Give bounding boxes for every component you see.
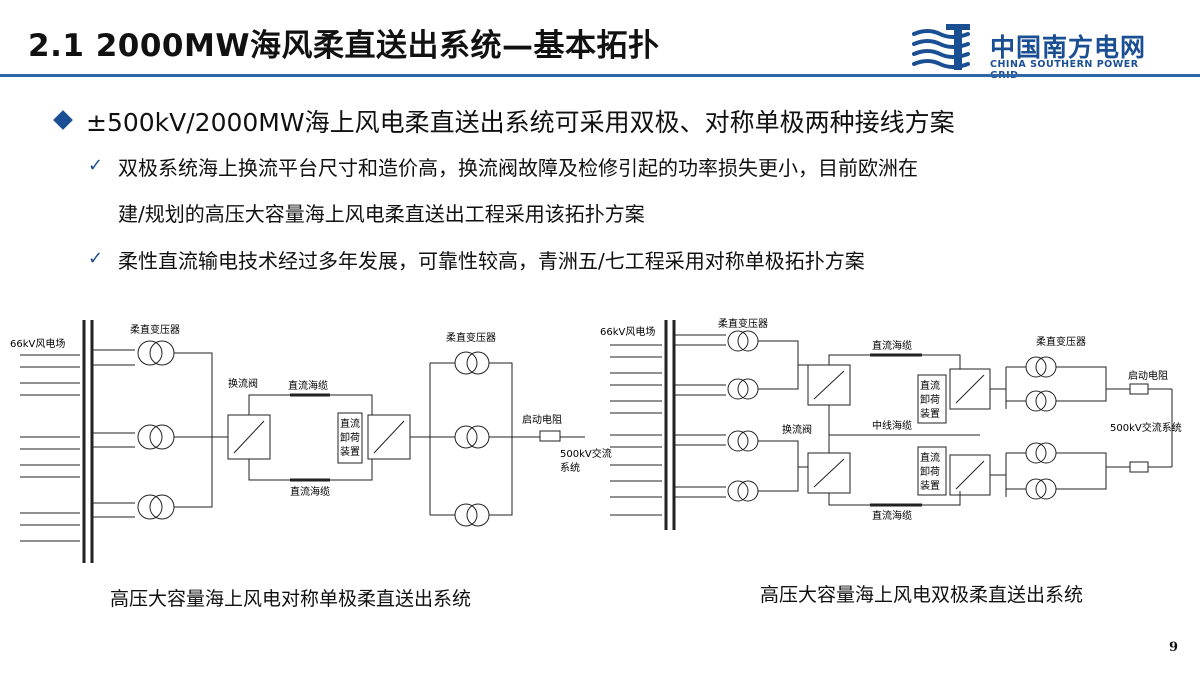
main-bullet-text: ±500kV/2000MW海上风电柔直送出系统可采用双极、对称单极两种接线方案: [86, 108, 955, 137]
label-ac-system: 500kV交流系统: [1110, 421, 1182, 434]
check-icon: ✓: [88, 155, 104, 176]
label-ac-system-1: 500kV交流: [560, 447, 612, 460]
label-unloader-top-2: 卸荷: [920, 393, 940, 406]
logo: 中国南方电网 CHINA SOUTHERN POWER GRID: [910, 22, 1170, 81]
label-converter: 换流阀: [228, 377, 258, 390]
label-unloader-bot-3: 装置: [920, 479, 940, 492]
transformer-icon: [137, 340, 175, 520]
label-unloader-bot-1: 直流: [920, 451, 940, 464]
logo-mark-icon: [912, 24, 970, 70]
label-starting-resistor: 启动电阻: [1128, 369, 1168, 382]
label-transformer-top: 柔直变压器: [130, 323, 180, 336]
logo-text-en: CHINA SOUTHERN POWER GRID: [990, 59, 1139, 81]
diamond-bullet-icon: [53, 110, 73, 130]
label-cable-mid: 中线海缆: [872, 419, 912, 432]
label-unloader-3: 装置: [340, 445, 360, 458]
label-transformer-top: 柔直变压器: [718, 317, 768, 330]
label-cable-bottom: 直流海缆: [290, 485, 330, 498]
label-cable-top: 直流海缆: [288, 379, 328, 392]
wind-farm-feeders: [20, 354, 80, 542]
label-cable-bottom: 直流海缆: [872, 509, 912, 522]
sub-point-2: 柔性直流输电技术经过多年发展，可靠性较高，青洲五/七工程采用对称单极拓扑方案: [118, 249, 865, 273]
resistor-icon: [1129, 461, 1149, 473]
label-cable-top: 直流海缆: [872, 339, 912, 352]
page-number: 9: [1168, 640, 1178, 655]
caption-left: 高压大容量海上风电对称单极柔直送出系统: [110, 588, 472, 610]
label-converter: 换流阀: [782, 423, 812, 436]
label-unloader-1: 直流: [340, 417, 360, 430]
label-wind-farm: 66kV风电场: [600, 325, 655, 338]
resistor-icon: [1129, 383, 1149, 395]
label-unloader-bot-2: 卸荷: [920, 465, 940, 478]
label-unloader-top-3: 装置: [920, 407, 940, 420]
caption-right: 高压大容量海上风电双极柔直送出系统: [760, 584, 1084, 606]
wind-farm-feeders: [610, 344, 662, 516]
label-starting-resistor: 启动电阻: [522, 413, 562, 426]
resistor-icon: [539, 430, 561, 442]
label-ac-system-2: 系统: [560, 461, 580, 474]
label-unloader-2: 卸荷: [340, 431, 360, 444]
label-transformer-right: 柔直变压器: [446, 331, 496, 344]
sub-point-1-line-1: 双极系统海上换流平台尺寸和造价高，换流阀故障及检修引起的功率损失更小，目前欧洲在: [118, 156, 918, 180]
sub-point-1-line-2: 建/规划的高压大容量海上风电柔直送出工程采用该拓扑方案: [118, 202, 645, 226]
page-title: 2.1 2000MW海风柔直送出系统—基本拓扑: [28, 28, 660, 64]
logo-text-cn: 中国南方电网: [990, 33, 1147, 62]
title-divider: [0, 74, 1200, 77]
transformer-icon: [727, 330, 759, 502]
label-unloader-top-1: 直流: [920, 379, 940, 392]
label-transformer-right: 柔直变压器: [1036, 335, 1086, 348]
check-icon: ✓: [88, 248, 104, 269]
label-wind-farm: 66kV风电场: [10, 337, 65, 350]
symmetric-monopole-diagram: 66kV风电场 柔直变压器 换流阀 直流海缆 直流海缆 直流 卸荷 装置 柔直变…: [10, 320, 612, 563]
bipole-diagram: 66kV风电场 柔直变压器 直流海缆 中线海缆 直流海缆 换流阀 直流 卸荷 装…: [600, 317, 1182, 530]
